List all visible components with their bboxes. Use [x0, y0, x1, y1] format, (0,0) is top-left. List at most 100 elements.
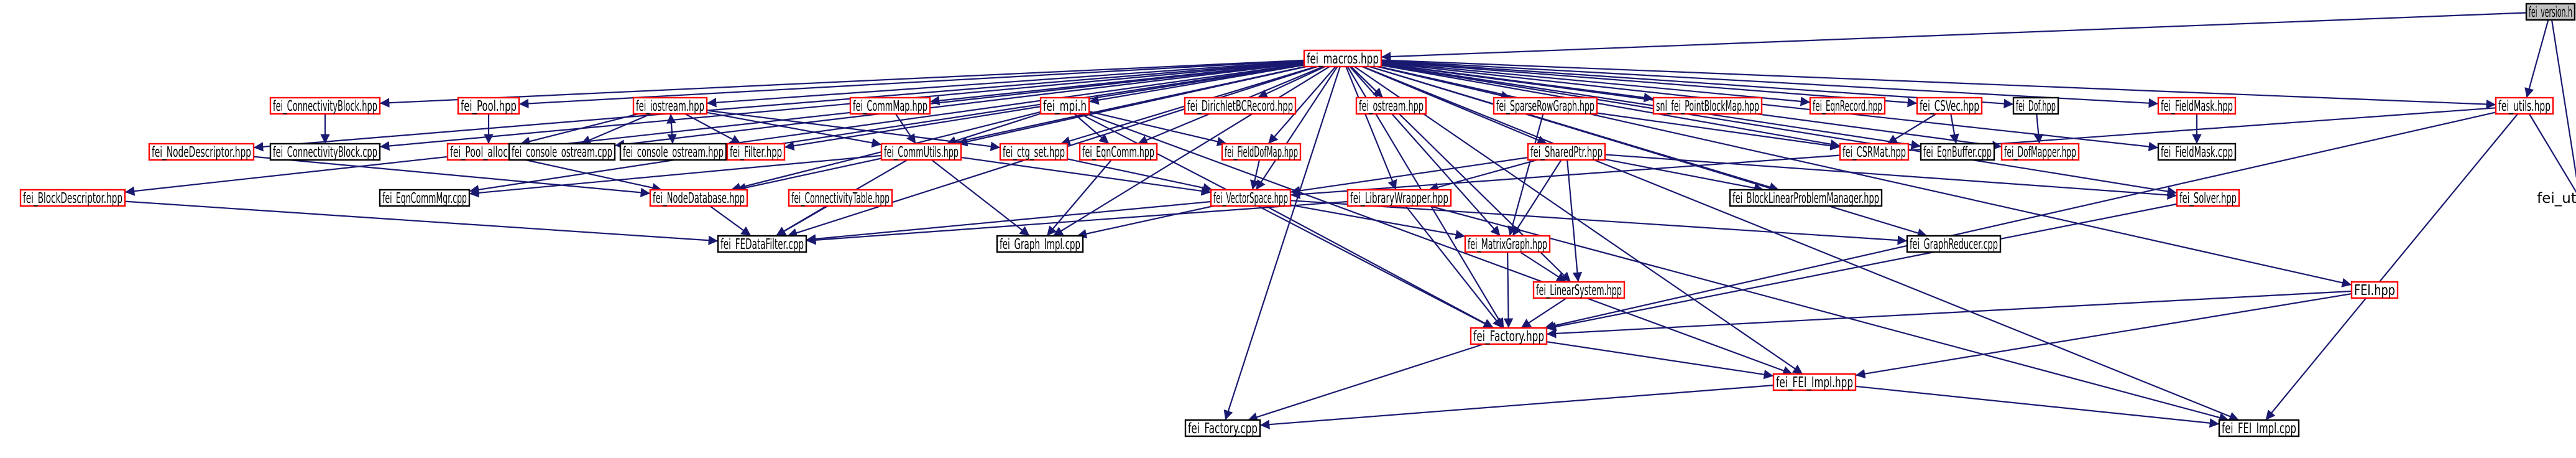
node-fei_SparseRowGraph[interactable]: fei_SparseRowGraph.hpp	[1493, 96, 1598, 115]
node-fei_DofMapper[interactable]: fei_DofMapper.hpp	[2000, 143, 2080, 161]
node-box[interactable]	[1906, 235, 2002, 253]
node-fei_console_ostream_cpp[interactable]: fei_console_ostream.cpp	[508, 143, 616, 161]
node-box[interactable]	[1210, 189, 1292, 207]
node-box[interactable]	[1920, 143, 1995, 161]
node-box[interactable]	[2000, 143, 2080, 161]
node-box[interactable]	[2525, 2, 2576, 21]
node-box[interactable]	[1464, 235, 1551, 253]
node-box[interactable]	[269, 143, 381, 161]
node-box[interactable]	[1729, 189, 1883, 207]
edge-fei_SparseRowGraph-to-fei_CSRMat	[1596, 112, 1841, 151]
node-fei_LinearSystem[interactable]: fei_LinearSystem.hpp	[1532, 281, 1626, 299]
node-box[interactable]	[1470, 327, 1548, 345]
node-box[interactable]	[726, 143, 786, 161]
node-box[interactable]	[1355, 96, 1427, 115]
node-snl_fei_PointBlockMap[interactable]: snl_fei_PointBlockMap.hpp	[1652, 96, 1763, 115]
node-fei_DirichletBCRecord[interactable]: fei_DirichletBCRecord.hpp	[1184, 96, 1297, 115]
node-fei_LibraryWrapper[interactable]: fei_LibraryWrapper.hpp	[1346, 189, 1452, 207]
node-box[interactable]	[1809, 96, 1886, 115]
node-FEI_Impl_cpp[interactable]: fei_FEI_Impl.cpp	[2218, 419, 2300, 437]
node-box[interactable]	[1772, 373, 1857, 391]
node-FEI[interactable]: FEI.hpp	[2350, 281, 2399, 299]
node-box[interactable]	[1493, 96, 1598, 115]
node-fei_FieldMask_cpp[interactable]: fei_FieldMask.cpp	[2157, 143, 2237, 161]
edge	[725, 63, 1305, 148]
node-fei_MatrixGraph[interactable]: fei_MatrixGraph.hpp	[1464, 235, 1551, 253]
node-box[interactable]	[2350, 281, 2399, 299]
node-fei_SharedPtr[interactable]: fei_SharedPtr.hpp	[1527, 143, 1606, 161]
node-fei_iostream[interactable]: fei_iostream.hpp	[632, 96, 708, 115]
node-box[interactable]	[2218, 419, 2300, 437]
node-fei_CommMap[interactable]: fei_CommMap.hpp	[849, 96, 931, 115]
node-box[interactable]	[717, 235, 807, 253]
node-box[interactable]	[19, 189, 126, 207]
node-box[interactable]	[1184, 419, 1261, 437]
node-fei_EqnBuffer[interactable]: fei_EqnBuffer.cpp	[1920, 143, 1995, 161]
node-box[interactable]	[1184, 96, 1297, 115]
node-fei_FieldMask_hpp[interactable]: fei_FieldMask.hpp	[2157, 96, 2237, 115]
node-fei_macros[interactable]: fei_macros.hpp	[1303, 49, 1382, 68]
node-fei_EqnRecord[interactable]: fei_EqnRecord.hpp	[1809, 96, 1886, 115]
node-box[interactable]	[1221, 143, 1302, 161]
node-fei_NodeDatabase[interactable]: fei_NodeDatabase.hpp	[649, 189, 748, 207]
node-box[interactable]	[788, 189, 893, 207]
node-box[interactable]	[880, 143, 962, 161]
node-box[interactable]	[619, 143, 727, 161]
node-fei_NodeDescriptor[interactable]: fei_NodeDescriptor.hpp	[148, 143, 255, 161]
node-fei_Dof[interactable]: fei_Dof.hpp	[2012, 96, 2059, 115]
node-fei_CSRMat[interactable]: fei_CSRMat.hpp	[1839, 143, 1910, 161]
node-box[interactable]	[148, 143, 255, 161]
node-fei_mpi[interactable]: fei_mpi.h	[1039, 96, 1090, 115]
node-box[interactable]	[1346, 189, 1452, 207]
node-fei_ConnectivityBlock_hpp[interactable]: fei_ConnectivityBlock.hpp	[269, 96, 381, 115]
node-box[interactable]	[2176, 189, 2240, 207]
node-box[interactable]	[1039, 96, 1090, 115]
node-box[interactable]	[849, 96, 931, 115]
node-fei_FEDataFilter[interactable]: fei_FEDataFilter.cpp	[717, 235, 807, 253]
node-FEI_Impl_hpp[interactable]: fei_FEI_Impl.hpp	[1772, 373, 1857, 391]
node-box[interactable]	[2495, 96, 2554, 115]
node-box[interactable]	[632, 96, 708, 115]
node-fei_ostream[interactable]: fei_ostream.hpp	[1355, 96, 1427, 115]
node-box[interactable]	[2012, 96, 2059, 115]
node-fei_Solver[interactable]: fei_Solver.hpp	[2176, 189, 2240, 207]
node-box[interactable]	[269, 96, 381, 115]
node-box[interactable]	[1303, 49, 1382, 68]
node-fei_CSVec[interactable]: fei_CSVec.hpp	[1916, 96, 1983, 115]
node-box[interactable]	[1527, 143, 1606, 161]
node-fei_Graph_Impl[interactable]: fei_Graph_Impl.cpp	[996, 235, 1084, 253]
node-fei_EqnComm[interactable]: fei_EqnComm.hpp	[1079, 143, 1158, 161]
node-fei_ctg_set[interactable]: fei_ctg_set.hpp	[999, 143, 1069, 161]
node-fei_BlockLinearProblemManager[interactable]: fei_BlockLinearProblemManager.hpp	[1729, 189, 1883, 207]
node-fei_GraphReducer[interactable]: fei_GraphReducer.cpp	[1906, 235, 2002, 253]
node-box[interactable]	[999, 143, 1069, 161]
node-fei_utils_cpp[interactable]: fei_utils.cpp	[2537, 190, 2576, 207]
node-box[interactable]	[1916, 96, 1983, 115]
node-fei_Factory_cpp[interactable]: fei_Factory.cpp	[1184, 419, 1261, 437]
node-box[interactable]	[1079, 143, 1158, 161]
node-fei_CommUtils[interactable]: fei_CommUtils.hpp	[880, 143, 962, 161]
node-fei_console_ostream_hpp[interactable]: fei_console_ostream.hpp	[619, 143, 727, 161]
edge	[1855, 385, 2220, 428]
node-fei_Pool_hpp[interactable]: fei_Pool.hpp	[457, 96, 520, 115]
node-box[interactable]	[508, 143, 616, 161]
node-fei_utils[interactable]: fei_utils.hpp	[2495, 96, 2554, 115]
node-fei_FieldDofMap[interactable]: fei_FieldDofMap.hpp	[1221, 143, 1302, 161]
node-fei_ConnectivityBlock_cpp[interactable]: fei_ConnectivityBlock.cpp	[269, 143, 381, 161]
node-box[interactable]	[996, 235, 1084, 253]
node-box[interactable]	[379, 189, 471, 207]
node-box[interactable]	[2157, 96, 2237, 115]
node-fei_Filter[interactable]: fei_Filter.hpp	[726, 143, 786, 161]
node-box[interactable]	[1839, 143, 1910, 161]
node-box[interactable]	[649, 189, 748, 207]
node-box[interactable]	[1652, 96, 1763, 115]
node-fei_BlockDescriptor[interactable]: fei_BlockDescriptor.hpp	[19, 189, 126, 207]
node-box[interactable]	[457, 96, 520, 115]
node-fei_Factory_hpp[interactable]: fei_Factory.hpp	[1470, 327, 1548, 345]
node-box[interactable]	[1532, 281, 1626, 299]
node-fei_ConnectivityTable[interactable]: fei_ConnectivityTable.hpp	[788, 189, 893, 207]
node-fei_EqnCommMgr[interactable]: fei_EqnCommMgr.cpp	[379, 189, 471, 207]
node-fei_version[interactable]: fei_version.h	[2525, 2, 2576, 21]
node-box[interactable]	[2157, 143, 2237, 161]
node-fei_VectorSpace[interactable]: fei_VectorSpace.hpp	[1210, 189, 1292, 207]
